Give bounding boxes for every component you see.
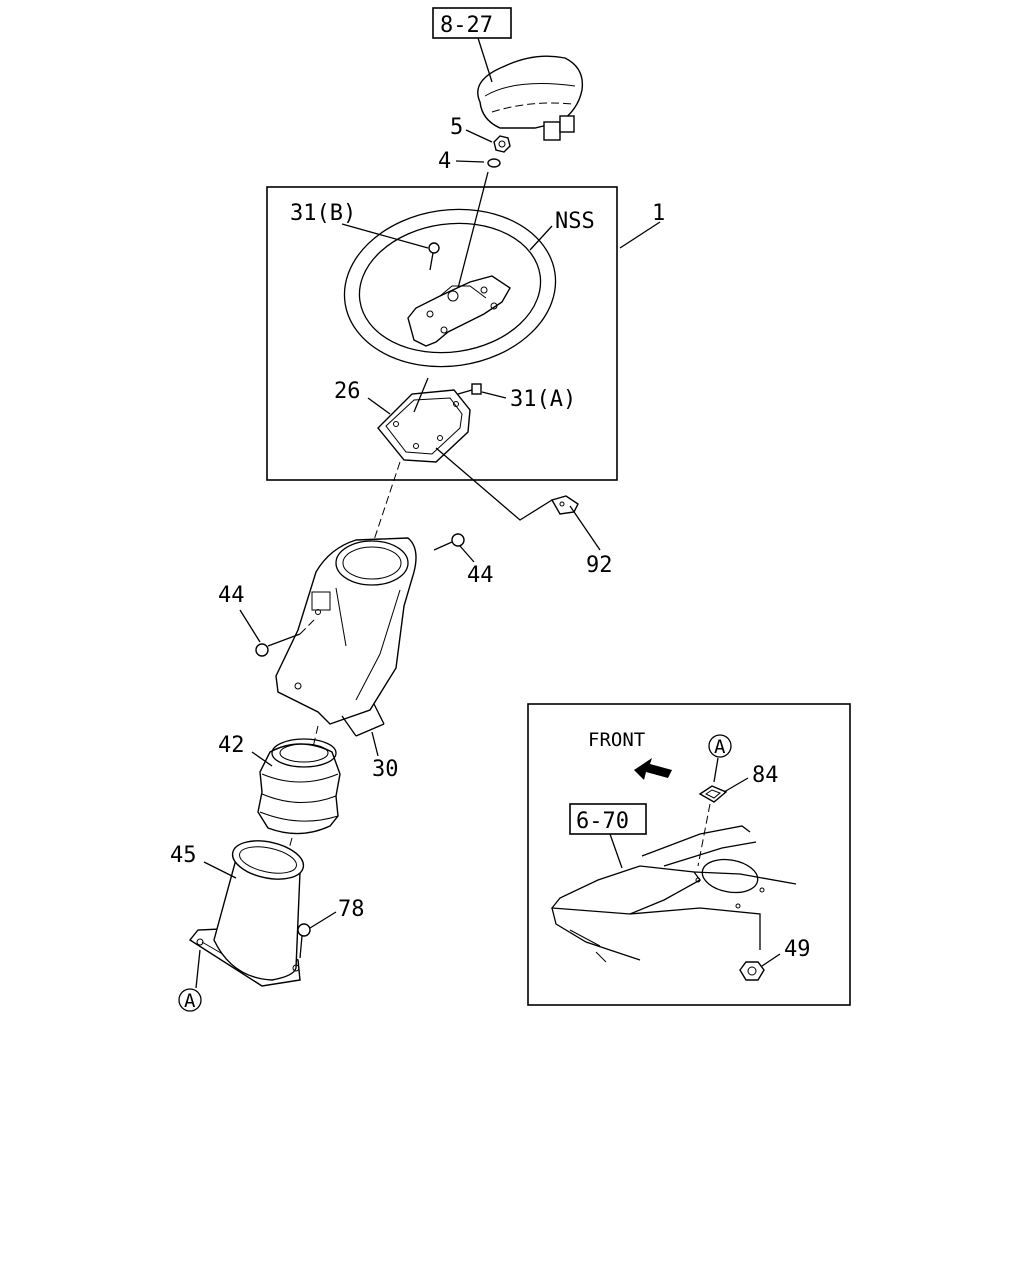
bolt-78 xyxy=(297,923,311,959)
bolt-31a xyxy=(457,383,482,395)
ref-box-8-27 xyxy=(432,7,512,39)
label-78: 78 xyxy=(338,897,365,922)
clip-part-92 xyxy=(550,495,579,515)
ref-8-27-label: 8-27 xyxy=(440,13,493,38)
label-44-left: 44 xyxy=(218,583,245,608)
label-30: 30 xyxy=(372,757,399,782)
label-31b: 31(B) xyxy=(290,201,356,226)
steering-wheel xyxy=(343,208,557,368)
front-label: FRONT xyxy=(588,729,645,751)
callout-a-inset xyxy=(708,734,732,758)
label-92: 92 xyxy=(586,553,613,578)
airbag-module xyxy=(477,55,584,141)
steering-shaft-cover-26 xyxy=(377,389,471,463)
callout-a-inset-label: A xyxy=(714,736,726,758)
boot-42 xyxy=(257,738,341,835)
label-44-right: 44 xyxy=(467,563,494,588)
label-49: 49 xyxy=(784,937,811,962)
callout-a-main xyxy=(178,988,202,1012)
bolt-31b xyxy=(428,242,440,271)
ref-box-6-70 xyxy=(569,803,647,835)
label-5: 5 xyxy=(450,115,463,140)
steering-wheel-group-box xyxy=(266,186,618,481)
clip-part-84 xyxy=(698,785,728,803)
label-nss: NSS xyxy=(555,209,595,234)
screw-44-right xyxy=(433,533,465,551)
label-42: 42 xyxy=(218,733,245,758)
nut-part-49 xyxy=(739,961,765,981)
washer-part-4 xyxy=(487,158,501,168)
front-arrow-icon xyxy=(634,758,672,780)
nut-part-5 xyxy=(493,135,511,153)
seal-45 xyxy=(188,840,305,987)
label-26: 26 xyxy=(334,379,361,404)
column-cover-30 xyxy=(275,537,417,725)
floor-panel xyxy=(550,825,797,963)
label-4: 4 xyxy=(438,149,451,174)
label-84: 84 xyxy=(752,763,779,788)
inset-box xyxy=(527,703,851,1006)
label-31a: 31(A) xyxy=(510,387,576,412)
ref-6-70-label: 6-70 xyxy=(576,809,629,834)
label-1: 1 xyxy=(652,201,665,226)
screw-44-left xyxy=(255,617,317,657)
callout-a-main-label: A xyxy=(184,990,196,1012)
label-45: 45 xyxy=(170,843,197,868)
